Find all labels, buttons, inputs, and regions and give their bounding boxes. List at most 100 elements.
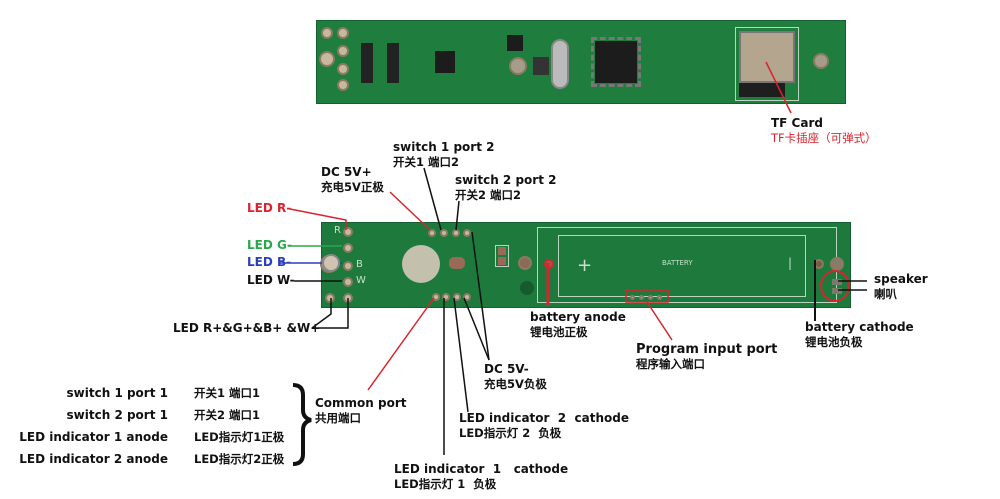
legend-en: LED indicator 1 anode bbox=[19, 430, 168, 444]
label-cn: LED指示灯 1 负极 bbox=[394, 477, 497, 491]
legend-row: switch 1 port 1 开关1 端口1 bbox=[0, 386, 292, 406]
dc-5v-plus-label: DC 5V+ 充电5V正极 bbox=[321, 165, 384, 195]
label-cn: 充电5V负极 bbox=[484, 377, 547, 391]
mcu-chip bbox=[591, 37, 641, 87]
led-r-label: LED R- bbox=[247, 201, 292, 215]
solder-pad bbox=[498, 247, 506, 255]
silk-minus: | bbox=[788, 256, 793, 270]
motor-footprint bbox=[495, 245, 509, 267]
led-plus-pad-2 bbox=[343, 293, 353, 303]
label-en: Common port bbox=[315, 396, 407, 410]
resistor-pad bbox=[449, 257, 465, 269]
label-en: switch 2 port 2 bbox=[455, 173, 557, 187]
pin-pad bbox=[453, 293, 461, 301]
pcb-pad bbox=[337, 45, 349, 57]
legend-cn: 开关1 端口1 bbox=[194, 386, 261, 400]
speaker-pad bbox=[832, 279, 842, 285]
pin-pad bbox=[428, 229, 436, 237]
top-pcb-board bbox=[316, 20, 846, 104]
label-cn: 开关1 端口2 bbox=[393, 155, 460, 169]
silk-r: R bbox=[334, 225, 341, 236]
label-en: battery cathode bbox=[805, 320, 914, 334]
silk-b: B bbox=[356, 259, 363, 270]
mount-hole bbox=[813, 53, 829, 69]
label-en: speaker bbox=[874, 272, 928, 286]
led-w-pad bbox=[343, 277, 353, 287]
battery-holder-outline bbox=[558, 235, 806, 297]
label-cn: 充电5V正极 bbox=[321, 180, 384, 194]
led-r-pad bbox=[343, 227, 353, 237]
dc-5v-minus-label: DC 5V- 充电5V负极 bbox=[484, 362, 547, 392]
silk-battery: BATTERY bbox=[662, 259, 693, 267]
bottom-pcb-board: R B W + BATTERY | bbox=[320, 222, 851, 308]
label-en: Program input port bbox=[636, 342, 778, 357]
tf-card-label: TF Card TF卡插座（可弹式） bbox=[771, 116, 877, 146]
label-en: LED indicator 2 cathode bbox=[459, 411, 629, 425]
led-plus-pad-1 bbox=[325, 293, 335, 303]
switch2-port2-label: switch 2 port 2 开关2 端口2 bbox=[455, 173, 556, 203]
label-en: LED indicator 1 cathode bbox=[394, 462, 569, 476]
pin-pad bbox=[463, 229, 471, 237]
label-cn: 程序输入端口 bbox=[636, 357, 705, 371]
program-input-label: Program input port 程序输入端口 bbox=[636, 342, 777, 372]
label-cn: 喇叭 bbox=[874, 287, 897, 301]
silk-plus: + bbox=[577, 255, 593, 276]
transistor bbox=[361, 43, 373, 83]
led-common-plus-label: LED R+&G+&B+ &W+ bbox=[173, 321, 321, 335]
led-indicator2-cathode-label: LED indicator 2 cathode LED指示灯 2 负极 bbox=[459, 411, 629, 441]
pcb-pad bbox=[319, 51, 335, 67]
pin-pad bbox=[463, 293, 471, 301]
pin-pad bbox=[440, 229, 448, 237]
label-cn: LED指示灯 2 负极 bbox=[459, 426, 562, 440]
pcb-pad bbox=[337, 79, 349, 91]
tf-card-cn: TF卡插座（可弹式） bbox=[771, 131, 877, 145]
program-pin bbox=[657, 295, 662, 300]
switch1-port2-label: switch 1 port 2 开关1 端口2 bbox=[393, 140, 494, 170]
battery-anode-label: battery anode 锂电池正极 bbox=[530, 310, 626, 340]
speaker-label: speaker 喇叭 bbox=[874, 272, 928, 302]
label-en: DC 5V- bbox=[484, 362, 529, 376]
battery-cathode-label: battery cathode 锂电池负极 bbox=[805, 320, 914, 350]
solder-pad bbox=[498, 257, 506, 265]
program-pin bbox=[648, 295, 653, 300]
mount-hole bbox=[830, 257, 844, 271]
led-b-pad bbox=[343, 261, 353, 271]
legend-en: LED indicator 2 anode bbox=[19, 452, 168, 466]
common-port-label: Common port 共用端口 bbox=[315, 396, 407, 426]
pin-pad bbox=[432, 293, 440, 301]
program-pin bbox=[630, 295, 635, 300]
label-cn: 开关2 端口2 bbox=[455, 188, 522, 202]
led-g-label: LED G- bbox=[247, 238, 292, 252]
dark-pad bbox=[520, 281, 534, 295]
silk-w: W bbox=[356, 275, 366, 286]
label-cn: 锂电池正极 bbox=[530, 325, 588, 339]
label-cn: 锂电池负极 bbox=[805, 335, 863, 349]
label-en: switch 1 port 2 bbox=[393, 140, 495, 154]
tf-card-en: TF Card bbox=[771, 116, 823, 130]
pcb-pad bbox=[337, 63, 349, 75]
led-indicator1-cathode-label: LED indicator 1 cathode LED指示灯 1 负极 bbox=[394, 462, 568, 492]
tf-card-base bbox=[739, 83, 785, 97]
label-en: battery anode bbox=[530, 310, 626, 324]
transistor bbox=[387, 43, 399, 83]
ic-chip bbox=[533, 57, 549, 75]
legend-row: LED indicator 1 anode LED指示灯1正极 bbox=[0, 430, 292, 450]
legend-en: switch 2 port 1 bbox=[66, 408, 168, 422]
pcb-pad bbox=[337, 27, 349, 39]
legend-row: switch 2 port 1 开关2 端口1 bbox=[0, 408, 292, 428]
label-cn: 共用端口 bbox=[315, 411, 361, 425]
battery-cathode-pad bbox=[814, 259, 824, 269]
tf-card-slot bbox=[739, 31, 795, 83]
battery-anode-pad bbox=[544, 259, 554, 269]
legend-cn: LED指示灯2正极 bbox=[194, 452, 285, 466]
label-en: DC 5V+ bbox=[321, 165, 372, 179]
buzzer-pad bbox=[509, 57, 527, 75]
led-w-label: LED W- bbox=[247, 273, 295, 287]
pin-pad bbox=[452, 229, 460, 237]
crystal-oscillator bbox=[551, 39, 569, 89]
legend-en: switch 1 port 1 bbox=[66, 386, 168, 400]
pcb-pad bbox=[321, 27, 333, 39]
legend-cn: 开关2 端口1 bbox=[194, 408, 261, 422]
legend-row: LED indicator 2 anode LED指示灯2正极 bbox=[0, 452, 292, 472]
program-pin bbox=[639, 295, 644, 300]
